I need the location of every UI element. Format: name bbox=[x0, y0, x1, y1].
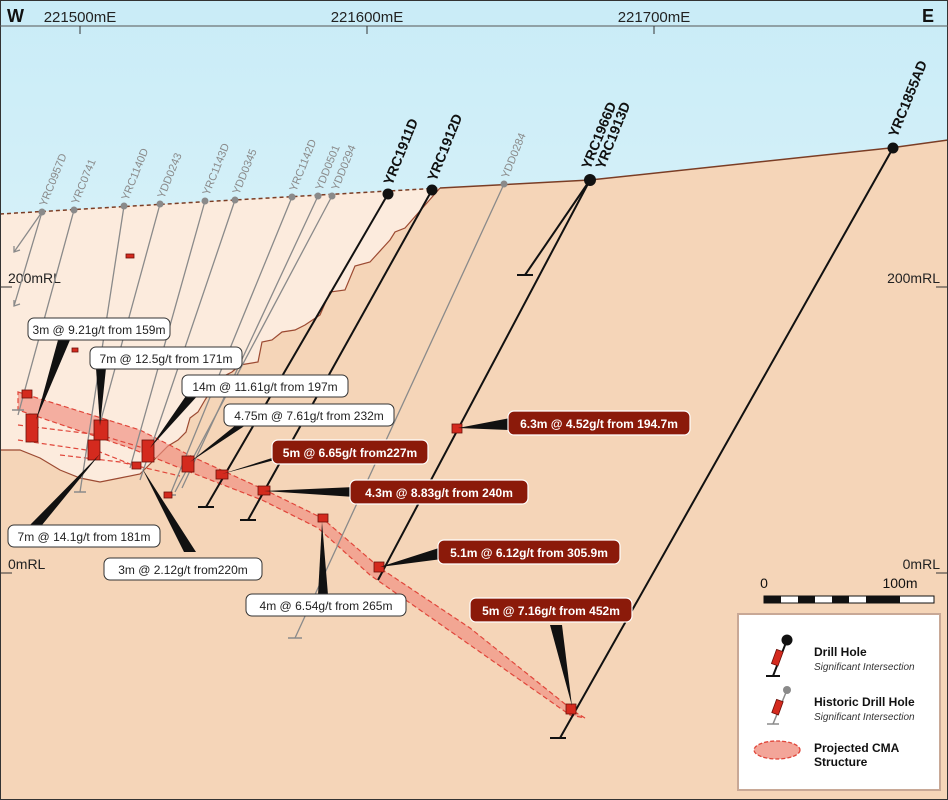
scale-end: 100m bbox=[882, 575, 917, 591]
callout-h5: 7m @ 14.1g/t from 181m bbox=[18, 530, 151, 544]
legend-cma-1: Projected CMA bbox=[814, 741, 900, 755]
historic-hole-icon bbox=[783, 686, 791, 694]
callout-n3: 6.3m @ 4.52g/t from 194.7m bbox=[520, 417, 678, 431]
legend-drill-hole: Drill Hole bbox=[814, 645, 867, 659]
rl-0-right: 0mRL bbox=[903, 556, 941, 572]
historic-arrows bbox=[13, 246, 21, 307]
drill-traces bbox=[205, 147, 894, 739]
callout-pointers bbox=[30, 340, 572, 706]
rl-200-right: 200mRL bbox=[887, 270, 940, 286]
callout-h4: 4.75m @ 7.61g/t from 232m bbox=[234, 409, 384, 423]
callout-h3: 14m @ 11.61g/t from 197m bbox=[192, 380, 337, 394]
historic-callouts: 3m @ 9.21g/t from 159m 7m @ 12.5g/t from… bbox=[7, 317, 407, 617]
topography-historic-surface bbox=[0, 187, 441, 215]
compass-east: E bbox=[922, 6, 934, 26]
legend-historic-hole: Historic Drill Hole bbox=[814, 695, 915, 709]
rl-200-left: 200mRL bbox=[8, 270, 61, 286]
cma-icon bbox=[753, 740, 801, 760]
historic-collars bbox=[38, 180, 508, 216]
easting-221700: 221700mE bbox=[618, 9, 691, 26]
callout-h1: 3m @ 9.21g/t from 159m bbox=[33, 323, 166, 337]
scale-bar: 0 100m bbox=[760, 575, 935, 604]
callout-n4: 5.1m @ 6.12g/t from 305.9m bbox=[450, 546, 608, 560]
drill-collars bbox=[382, 142, 899, 200]
callout-h6: 3m @ 2.12g/t from220m bbox=[118, 563, 248, 577]
oxide-zone bbox=[0, 188, 440, 482]
rl-0-left: 0mRL bbox=[8, 556, 46, 572]
legend-historic-hole-sub: Significant Intersection bbox=[814, 712, 915, 723]
easting-221500: 221500mE bbox=[44, 9, 117, 26]
callout-n5: 5m @ 7.16g/t from 452m bbox=[482, 604, 620, 618]
callout-h2: 7m @ 12.5g/t from 171m bbox=[100, 352, 233, 366]
end-of-hole-marks bbox=[198, 274, 566, 739]
callout-n1: 5m @ 6.65g/t from227m bbox=[283, 446, 417, 460]
legend-cma-2: Structure bbox=[814, 755, 868, 769]
callout-h7: 4m @ 6.54g/t from 265m bbox=[260, 599, 393, 613]
legend: Drill Hole Significant Intersection Hist… bbox=[737, 613, 941, 791]
historic-traces bbox=[13, 183, 505, 639]
intersection-markers bbox=[21, 253, 577, 715]
legend-drill-hole-sub: Significant Intersection bbox=[814, 662, 915, 673]
callout-n2: 4.3m @ 8.83g/t from 240m bbox=[365, 486, 513, 500]
scale-zero: 0 bbox=[760, 575, 768, 591]
topography-surface bbox=[439, 139, 948, 189]
compass-west: W bbox=[7, 6, 24, 26]
new-callouts: 5m @ 6.65g/t from227m 4.3m @ 8.83g/t fro… bbox=[271, 410, 691, 623]
drill-hole-icon bbox=[781, 634, 793, 646]
easting-221600: 221600mE bbox=[331, 9, 404, 26]
